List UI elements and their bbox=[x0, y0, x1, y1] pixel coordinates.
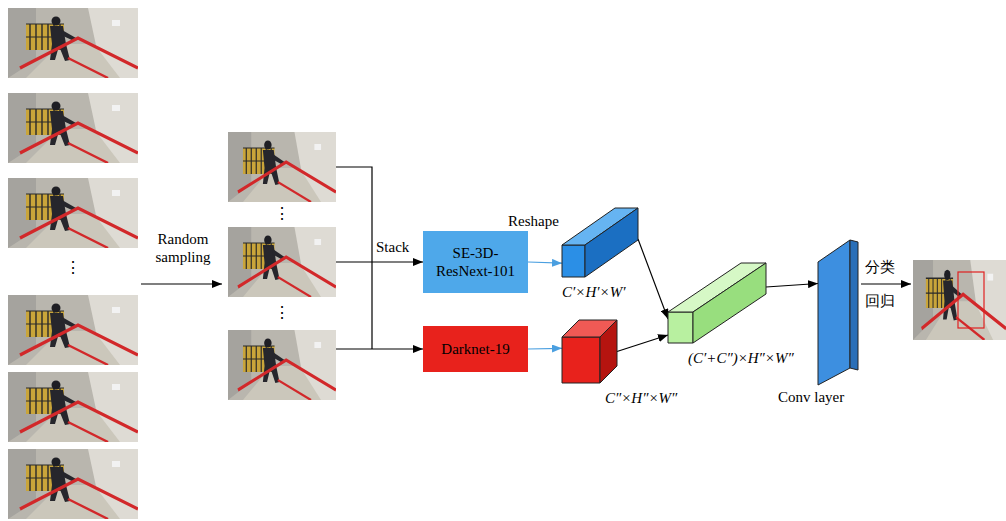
ellipsis-mark: ⋮ bbox=[272, 204, 292, 224]
fused-cuboid: (C′+C″)×H″×W″ bbox=[668, 263, 766, 343]
dimension-label: C″×H″×W″ bbox=[605, 390, 677, 407]
ellipsis-mark: ⋮ bbox=[272, 303, 292, 323]
backbone-3d-box: SE-3D-ResNext-101 bbox=[423, 231, 528, 293]
shape-face bbox=[668, 312, 693, 343]
sampled-frame bbox=[228, 227, 336, 297]
shape-outline bbox=[818, 240, 858, 385]
flow-arrow bbox=[617, 335, 668, 352]
feature-cuboid: C″×H″×W″ bbox=[562, 320, 617, 383]
shape-face bbox=[562, 245, 585, 277]
stack-wire bbox=[336, 167, 372, 349]
edge-label: Reshape bbox=[508, 212, 559, 230]
dimension-label: C′×H′×W′ bbox=[562, 284, 625, 301]
conv-plate: Conv layer bbox=[818, 240, 858, 385]
shape-face bbox=[585, 208, 638, 277]
shape-face bbox=[693, 263, 766, 343]
layer-label: Conv layer bbox=[778, 389, 844, 406]
video-frame bbox=[8, 372, 138, 442]
box-label: SE-3D-ResNext-101 bbox=[429, 244, 522, 280]
video-frame bbox=[8, 295, 138, 365]
output-arrow bbox=[861, 283, 911, 284]
step-label: Stack bbox=[376, 238, 409, 256]
dimension-label: (C′+C″)×H″×W″ bbox=[688, 350, 794, 367]
video-frame bbox=[8, 178, 138, 248]
box-label: Darknet-19 bbox=[441, 340, 509, 358]
shape-face bbox=[562, 337, 600, 383]
shape-face bbox=[600, 320, 617, 383]
feature-cuboid: C′×H′×W′ bbox=[562, 208, 638, 277]
shape-outline bbox=[562, 320, 617, 383]
output-frame bbox=[913, 260, 1006, 340]
sampled-frame bbox=[228, 330, 336, 400]
sampling-arrow bbox=[141, 283, 222, 284]
video-frame bbox=[8, 449, 138, 519]
flow-arrow bbox=[528, 262, 562, 263]
shape-outline bbox=[668, 263, 766, 343]
step-label: Random sampling bbox=[140, 230, 226, 266]
flow-arrow bbox=[528, 348, 562, 350]
ellipsis-mark: ⋮ bbox=[63, 258, 83, 278]
sampled-frame bbox=[228, 132, 336, 202]
shape-face bbox=[850, 240, 858, 370]
backbone-2d-box: Darknet-19 bbox=[423, 326, 528, 372]
stack-arrow bbox=[336, 261, 423, 262]
video-frame bbox=[8, 8, 138, 78]
frame-arrow bbox=[336, 348, 423, 349]
video-frame bbox=[8, 93, 138, 163]
shape-face bbox=[818, 240, 850, 385]
flow-arrow bbox=[766, 284, 818, 288]
flow-arrow bbox=[638, 239, 668, 319]
shape-outline bbox=[562, 208, 638, 277]
detection-box bbox=[958, 272, 984, 328]
task-label: 分类 回归 bbox=[862, 250, 898, 318]
